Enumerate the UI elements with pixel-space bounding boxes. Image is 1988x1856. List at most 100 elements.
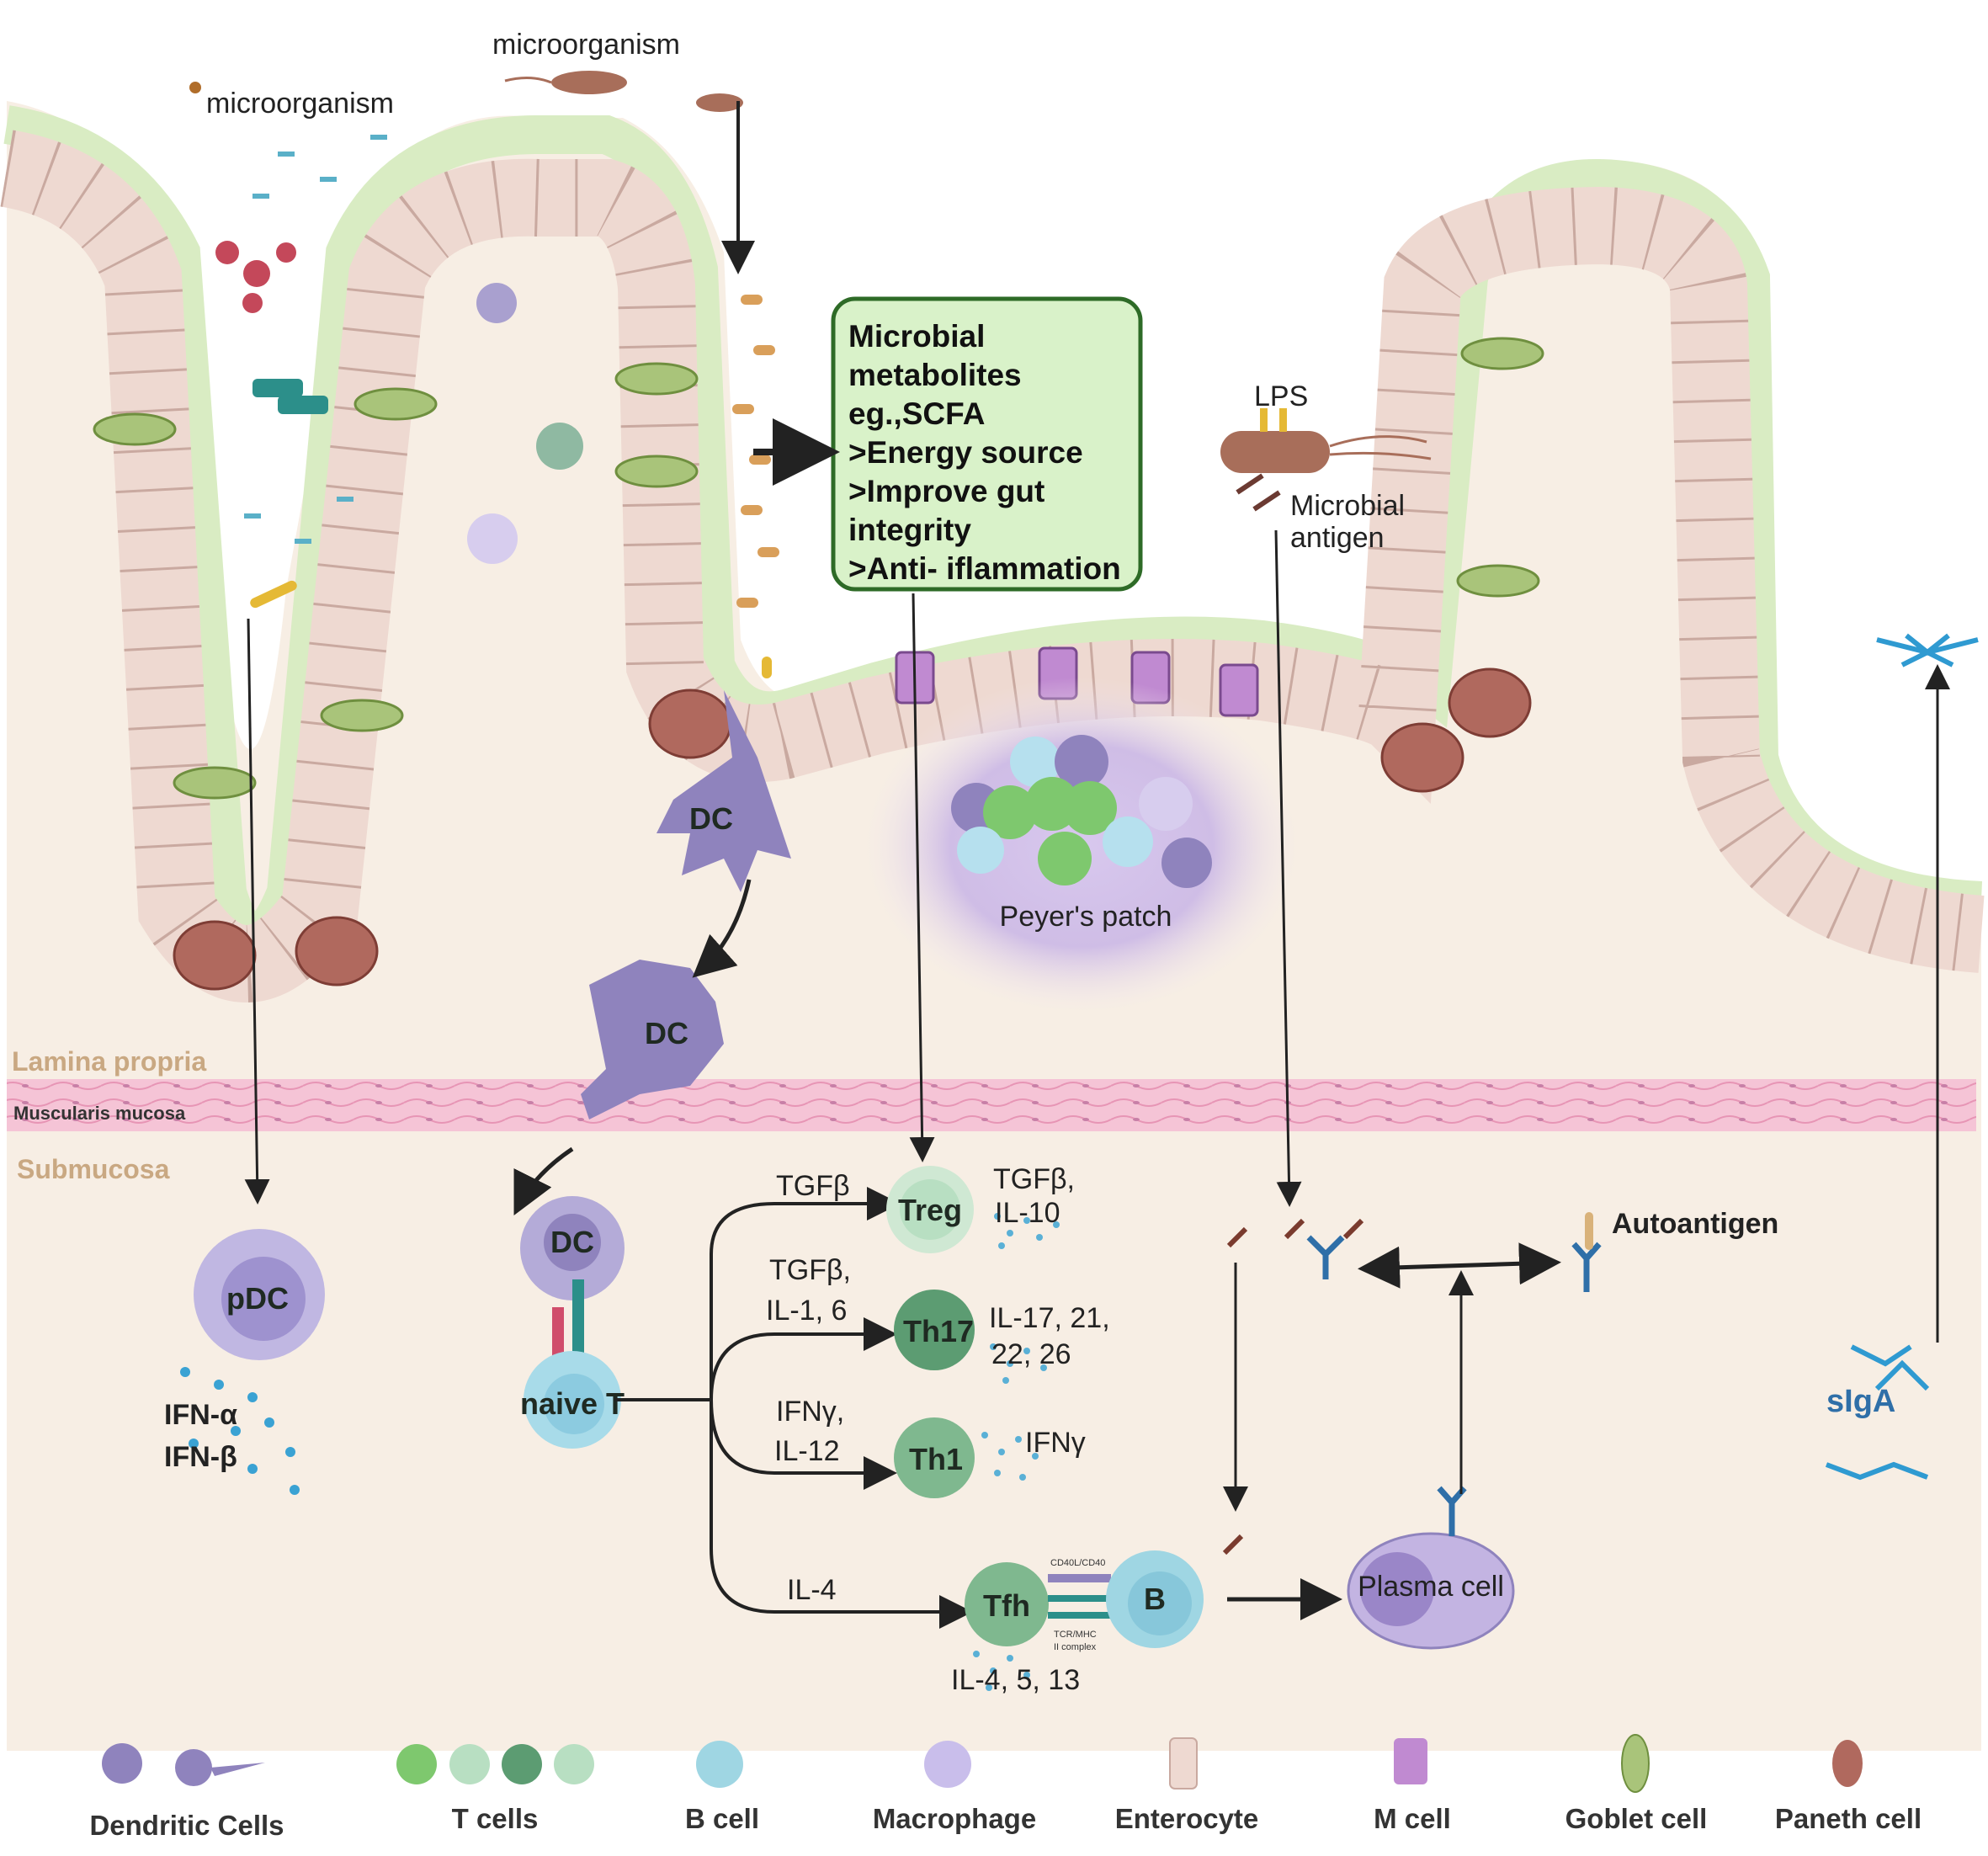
tfh-cell: Tfh xyxy=(965,1562,1049,1646)
ifn-dots xyxy=(180,1367,300,1495)
ifn-beta-label: IFN-β xyxy=(164,1441,237,1473)
metabolites-line-2: metabolites xyxy=(848,358,1022,392)
plasma-cell-label: Plasma cell xyxy=(1358,1571,1504,1603)
muscularis-mucosa-band xyxy=(7,1079,1976,1131)
b-cell-label: B xyxy=(1144,1582,1166,1616)
legend-enterocyte-icon xyxy=(1169,1737,1198,1790)
dc-submucosa-label: DC xyxy=(550,1225,594,1259)
lumen-microbes xyxy=(189,71,743,609)
siga-antibodies xyxy=(1825,633,1979,1481)
microbial-antigen-line-1: Microbial xyxy=(1290,490,1405,522)
cytokine-dots xyxy=(973,1213,1060,1691)
treg-output-line-1: TGFβ, xyxy=(993,1163,1075,1195)
legend-m-cell-icon xyxy=(1394,1738,1427,1784)
cd40-label: CD40L/CD40 xyxy=(1050,1558,1105,1568)
th1-input-line-1: IFNγ, xyxy=(776,1396,844,1428)
th1-cell: Th1 xyxy=(894,1417,975,1498)
plasma-cell: Plasma cell xyxy=(1347,1532,1515,1650)
dc-migrating: DC xyxy=(581,960,724,1119)
antibody-pair xyxy=(1306,1235,1602,1536)
metabolites-line-5: >Improve gut xyxy=(848,474,1044,508)
tfh-label: Tfh xyxy=(983,1588,1030,1623)
tcr-label-2: II complex xyxy=(1054,1642,1097,1652)
antigen-autoantigen-arrow xyxy=(1358,1242,1561,1289)
tfh-input-label: IL-4 xyxy=(787,1574,837,1606)
siga-label: sIgA xyxy=(1826,1384,1895,1419)
th17-cell: Th17 xyxy=(894,1290,975,1370)
metabolites-line-7: >Anti- iflammation xyxy=(848,551,1121,586)
lamina-propria-label: Lamina propria xyxy=(12,1046,206,1077)
arrow-microbial-antigen-down xyxy=(1274,529,1302,1207)
legend-dendritic-cells: Dendritic Cells xyxy=(89,1810,284,1841)
naive-t-cell: naive T xyxy=(520,1279,625,1449)
th1-label: Th1 xyxy=(909,1442,963,1476)
treg-label: Treg xyxy=(898,1193,962,1227)
th1-input-line-2: IL-12 xyxy=(774,1435,840,1467)
legend-b-cell: B cell xyxy=(685,1803,759,1834)
th17-label: Th17 xyxy=(903,1314,974,1348)
legend-b-cell-icon xyxy=(696,1741,743,1788)
microorganism-label-top: microorganism xyxy=(492,29,680,61)
microorganism-label-left: microorganism xyxy=(206,88,394,120)
legend-t-cells-icon xyxy=(396,1744,594,1784)
legend-background xyxy=(0,1751,1988,1856)
arrow-dc-to-migrating xyxy=(692,879,752,978)
epithelium xyxy=(0,130,1985,1002)
tfh-output-label: IL-4, 5, 13 xyxy=(951,1664,1080,1696)
th17-input-line-2: IL-1, 6 xyxy=(766,1295,847,1327)
metabolites-line-4: >Energy source xyxy=(848,435,1083,470)
legend-macrophage-icon xyxy=(924,1741,971,1788)
legend-enterocyte: Enterocyte xyxy=(1115,1803,1259,1834)
metabolites-box: Microbial metabolites eg.,SCFA >Energy s… xyxy=(831,296,1143,592)
metabolites-line-1: Microbial xyxy=(848,319,985,354)
submucosa-label: Submucosa xyxy=(17,1154,170,1184)
arrow-lumen-to-pdc xyxy=(244,618,270,1205)
metabolites-line-6: integrity xyxy=(848,513,971,547)
naive-t-branch-connector xyxy=(614,1202,884,1614)
arrow-metabolites-to-treg xyxy=(909,593,935,1162)
treg-output-line-2: IL-10 xyxy=(995,1197,1060,1229)
goblet-cells xyxy=(93,337,1544,800)
autoantigen-label: Autoantigen xyxy=(1612,1208,1778,1240)
th17-output-line-1: IL-17, 21, xyxy=(989,1302,1110,1334)
tfh-b-synapse xyxy=(1048,1574,1111,1619)
legend-goblet-cell-icon xyxy=(1621,1734,1650,1793)
scfa-metabolites xyxy=(732,295,779,678)
treg-cell: Treg xyxy=(886,1166,974,1253)
dc-migrating-label: DC xyxy=(645,1016,688,1050)
lps-label: LPS xyxy=(1254,380,1308,412)
peyers-patch-cells xyxy=(951,735,1212,888)
legend-macrophage: Macrophage xyxy=(873,1803,1036,1834)
b-cell: B xyxy=(1106,1550,1204,1648)
dc-epithelial: DC xyxy=(656,690,791,892)
pdc-label: pDC xyxy=(226,1281,289,1316)
legend-paneth-cell: Paneth cell xyxy=(1775,1803,1922,1834)
ifn-alpha-label: IFN-α xyxy=(164,1399,237,1431)
legend-paneth-cell-icon xyxy=(1832,1740,1863,1787)
th1-output-label: IFNγ xyxy=(1025,1427,1086,1459)
legend-goblet-cell: Goblet cell xyxy=(1565,1803,1708,1834)
microbial-antigen-line-2: antigen xyxy=(1290,522,1385,554)
lamina-dc xyxy=(476,283,517,323)
peyers-patch-label: Peyer's patch xyxy=(1000,901,1172,933)
th17-input-line-1: TGFβ, xyxy=(769,1254,851,1286)
arrow-dc-to-submucosa xyxy=(513,1146,574,1215)
muscularis-mucosa-label: Muscularis mucosa xyxy=(13,1103,186,1124)
antigen-fragments xyxy=(1222,1218,1364,1556)
pdc-cell: pDC xyxy=(194,1229,325,1360)
th17-output-line-2: 22, 26 xyxy=(991,1338,1071,1370)
metabolites-line-3: eg.,SCFA xyxy=(848,396,985,431)
lamina-t-cell xyxy=(536,423,583,470)
lamina-macrophage xyxy=(467,513,518,564)
treg-input-label: TGFβ xyxy=(776,1170,850,1202)
legend-t-cells: T cells xyxy=(452,1803,539,1834)
dc-submucosa: DC xyxy=(520,1196,625,1300)
paneth-cells xyxy=(173,667,1532,991)
legend-m-cell: M cell xyxy=(1374,1803,1451,1834)
tcr-label-1: TCR/MHC xyxy=(1054,1630,1097,1640)
legend-dendritic-icon xyxy=(102,1743,265,1786)
lps-bacterium xyxy=(1220,408,1432,512)
naive-t-label: naive T xyxy=(520,1386,625,1421)
dc-epithelial-label: DC xyxy=(689,801,733,836)
